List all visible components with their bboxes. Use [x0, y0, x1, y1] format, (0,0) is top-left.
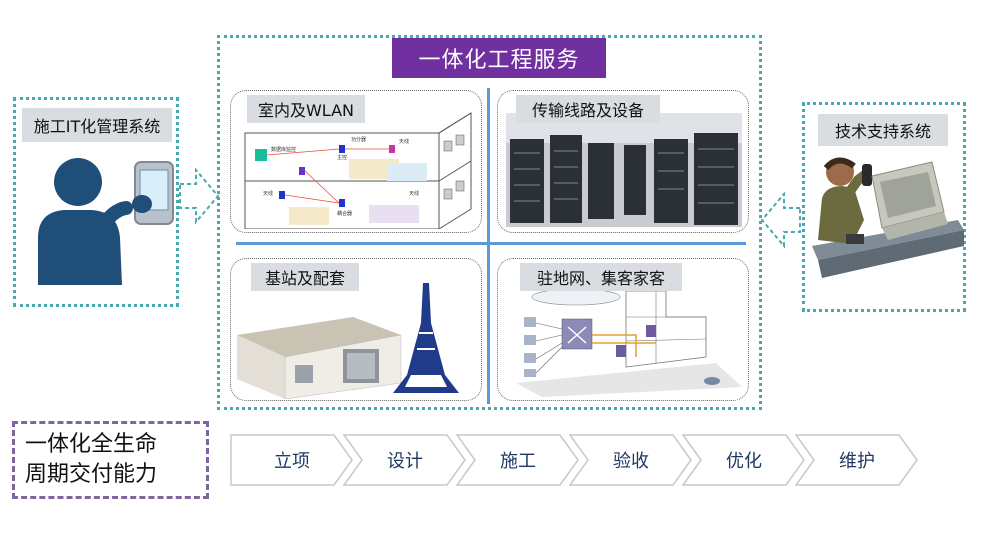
step-label-2: 设计: [387, 451, 423, 472]
step-label-5: 优化: [726, 451, 762, 472]
person-phone-icon: [38, 158, 174, 285]
page-title: 一体化工程服务: [392, 38, 606, 78]
lifecycle-box: 一体化全生命 周期交付能力: [12, 421, 209, 499]
vertical-divider: [487, 88, 490, 404]
quadrant-indoor-wlan: 数据库监控 主控 功分器 天线 天线 耦合器 天线 室内及WLAN: [230, 90, 482, 233]
svg-text:数据库监控: 数据库监控: [271, 146, 296, 153]
right-panel: [802, 102, 966, 312]
quadrant-label-base-station: 基站及配套: [251, 263, 359, 291]
svg-text:天线: 天线: [263, 190, 273, 197]
quadrant-label-premises-network: 驻地网、集客家客: [520, 263, 682, 291]
step-chevron-3: 施工: [456, 434, 580, 486]
base-station-tower-icon: [237, 283, 459, 399]
svg-text:主控: 主控: [337, 154, 347, 161]
right-panel-label: 技术支持系统: [818, 114, 948, 146]
step-chevron-6: 维护: [795, 434, 919, 486]
quadrant-premises-network: 驻地网、集客家客: [497, 258, 749, 401]
step-label-3: 施工: [500, 451, 536, 472]
quadrant-label-transmission: 传输线路及设备: [516, 95, 660, 123]
step-label-1: 立项: [274, 451, 310, 472]
quadrant-transmission: 传输线路及设备: [497, 90, 749, 233]
right-arrow-icon: [179, 168, 220, 224]
quadrant-label-indoor-wlan: 室内及WLAN: [247, 95, 365, 123]
step-label-4: 验收: [613, 451, 649, 472]
left-arrow-icon: [760, 192, 801, 248]
left-panel-label: 施工IT化管理系统: [22, 108, 172, 142]
step-chevron-1: 立项: [230, 434, 354, 486]
lifecycle-line-1: 一体化全生命: [25, 432, 158, 457]
svg-text:天线: 天线: [399, 138, 409, 145]
center-panel: [217, 35, 762, 410]
horizontal-divider: [236, 242, 746, 245]
quadrant-base-station: 基站及配套: [230, 258, 482, 401]
left-panel: [13, 97, 179, 307]
step-chevron-4: 验收: [569, 434, 693, 486]
lifecycle-line-2: 周期交付能力: [25, 462, 158, 487]
support-operator-icon: [812, 157, 964, 278]
svg-text:功分器: 功分器: [351, 136, 366, 143]
svg-text:天线: 天线: [409, 190, 419, 197]
server-room-icon: [506, 113, 742, 227]
svg-text:耦合器: 耦合器: [337, 210, 352, 217]
network-diagram-icon: [516, 288, 742, 397]
step-label-6: 维护: [839, 451, 875, 472]
building-floorplan-icon: 数据库监控 主控 功分器 天线 天线 耦合器 天线: [244, 112, 472, 229]
step-chevron-5: 优化: [682, 434, 806, 486]
step-chevron-2: 设计: [343, 434, 467, 486]
